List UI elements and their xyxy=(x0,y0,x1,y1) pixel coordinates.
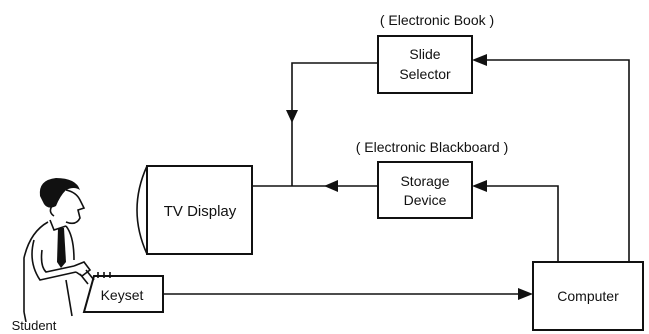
keyset-label: Keyset xyxy=(101,287,144,303)
slide-selector-box: Slide Selector xyxy=(377,35,473,94)
arrowhead-icon xyxy=(324,180,338,192)
computer-label: Computer xyxy=(557,288,619,304)
arrowhead-icon xyxy=(518,288,533,300)
slide-selector-label-line2: Selector xyxy=(399,66,451,82)
arrowhead-icon xyxy=(472,54,487,66)
student-icon xyxy=(23,178,111,323)
electronic-book-caption: ( Electronic Book ) xyxy=(380,12,494,28)
keyset-box: Keyset xyxy=(82,275,164,313)
storage-device-to-tv-line xyxy=(252,180,378,192)
tv-display-label: TV Display xyxy=(164,203,237,220)
slide-selector-label-line1: Slide xyxy=(409,46,440,62)
arrowhead-icon xyxy=(286,110,298,123)
storage-device-box: Storage Device xyxy=(377,161,473,219)
computer-to-slide-selector-line xyxy=(472,54,630,262)
computer-box: Computer xyxy=(532,261,644,331)
computer-to-storage-device-line xyxy=(472,180,559,262)
tv-screen-curve xyxy=(136,165,148,255)
storage-device-label-line2: Device xyxy=(404,192,447,208)
student-label: Student xyxy=(12,318,57,333)
slide-selector-to-tv-line xyxy=(286,62,378,186)
tv-display-box: TV Display xyxy=(136,165,253,255)
electronic-blackboard-caption: ( Electronic Blackboard ) xyxy=(356,139,509,155)
keyset-to-computer-line xyxy=(163,288,533,300)
arrowhead-icon xyxy=(472,180,487,192)
storage-device-label-line1: Storage xyxy=(400,173,449,189)
